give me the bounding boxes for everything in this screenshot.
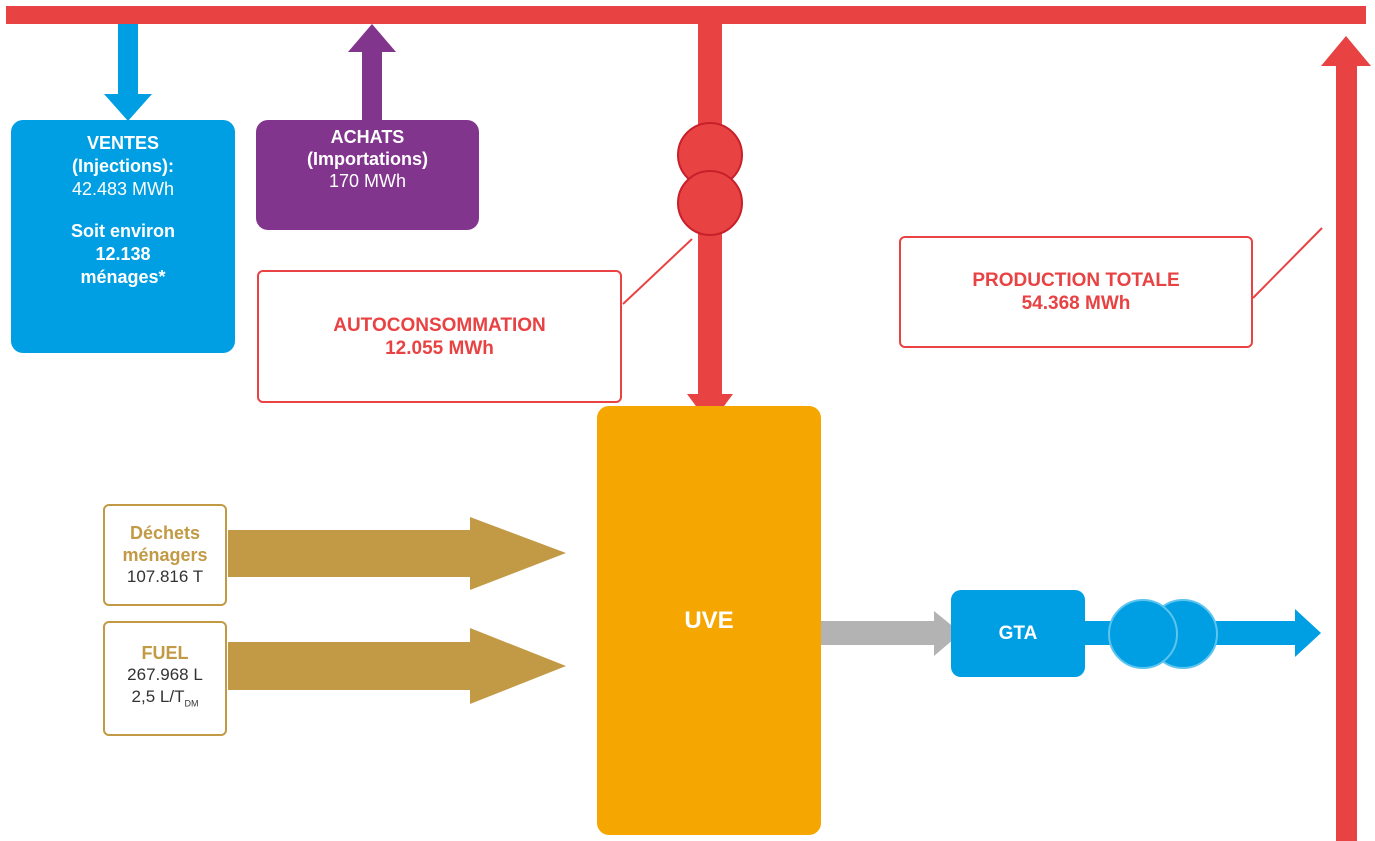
waste-title-line-1: Déchets	[129, 523, 201, 543]
production-callout-line	[1252, 227, 1323, 299]
waste-input-arrow	[228, 517, 566, 590]
fuel-ratio-subscript: DM	[184, 698, 199, 709]
uve-label: UVE	[684, 606, 734, 634]
gta-label: GTA	[998, 622, 1038, 644]
fuel-ratio: 2,5 L/TDM	[131, 687, 199, 709]
households-line-3: ménages*	[80, 267, 166, 287]
grid-bus-line	[6, 6, 1366, 24]
households-count: 12.138	[95, 244, 151, 264]
waste-value: 107.816 T	[126, 567, 204, 586]
households-line-1: Soit environ	[70, 221, 175, 241]
fuel-value: 267.968 L	[127, 665, 203, 685]
fuel-input-arrow	[228, 628, 566, 704]
sales-arrow	[104, 24, 152, 121]
purchases-value: 170 MWh	[328, 171, 407, 191]
autoconsumption-callout-line	[622, 238, 693, 305]
waste-box: Déchets ménagers 107.816 T	[103, 504, 227, 606]
output-transformer-icon	[1108, 599, 1218, 669]
purchases-arrow	[348, 24, 396, 122]
autoconsumption-title: AUTOCONSOMMATION	[333, 314, 546, 336]
transformer-icon	[677, 122, 743, 236]
purchases-subtitle: (Importations)	[307, 149, 428, 169]
production-box: PRODUCTION TOTALE 54.368 MWh	[899, 236, 1253, 348]
production-value: 54.368 MWh	[1021, 293, 1131, 314]
fuel-box: FUEL 267.968 L 2,5 L/TDM	[103, 621, 227, 736]
steam-arrow	[821, 611, 961, 656]
autoconsumption-value: 12.055 MWh	[385, 337, 494, 359]
sales-title: VENTES	[86, 133, 160, 153]
purchases-box: ACHATS (Importations) 170 MWh	[256, 120, 479, 230]
production-arrow	[1321, 36, 1371, 841]
autoconsumption-box: AUTOCONSOMMATION 12.055 MWh	[257, 270, 622, 403]
uve-unit: UVE	[597, 406, 821, 835]
sales-box: VENTES (Injections): 42.483 MWh Soit env…	[11, 120, 235, 353]
sales-value: 42.483 MWh	[71, 179, 175, 199]
waste-title-line-2: ménagers	[122, 545, 208, 565]
gta-unit: GTA	[951, 590, 1085, 677]
production-title: PRODUCTION TOTALE	[972, 270, 1180, 291]
purchases-title: ACHATS	[330, 127, 405, 147]
fuel-title: FUEL	[141, 643, 189, 664]
sales-subtitle: (Injections):	[72, 156, 174, 176]
